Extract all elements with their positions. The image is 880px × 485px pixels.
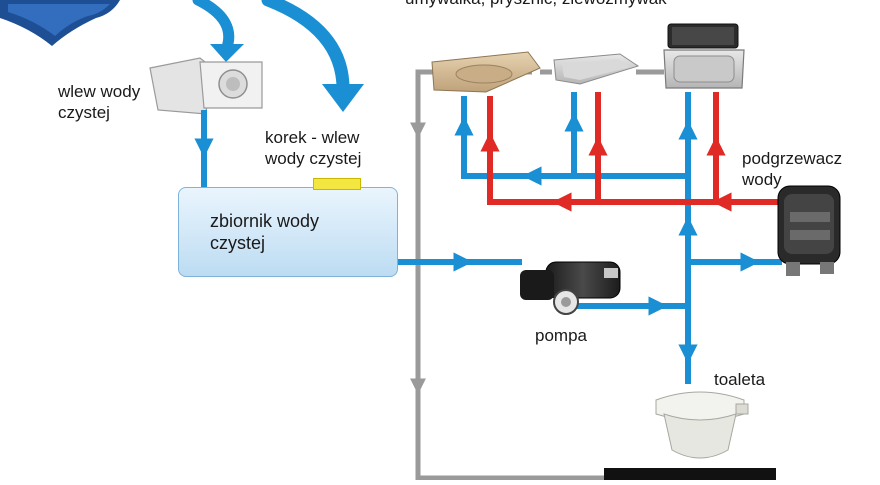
- fill-flow-arrows: [192, 0, 364, 112]
- label-fill-inlet: wlew wody czystej: [58, 82, 141, 122]
- washbasin-icon: [431, 51, 541, 93]
- water-heater-icon: [777, 185, 841, 276]
- tank-fill-cap: [313, 178, 361, 190]
- label-toilet: toaleta: [714, 370, 766, 389]
- label-pump: pompa: [535, 326, 587, 345]
- label-heater: podgrzewacz wody: [742, 149, 843, 189]
- blue-logo-icon: [0, 0, 120, 46]
- label-fill-cap: korek - wlew wody czystej: [265, 128, 362, 168]
- label-tank: zbiornik wody czystej: [210, 211, 320, 253]
- fresh-water-tank: [178, 187, 398, 277]
- kitchen-sink-icon: [663, 23, 745, 89]
- fill-inlet-icon: [149, 57, 263, 115]
- cold-water-pipes: [194, 92, 782, 384]
- toilet-icon: [604, 391, 776, 482]
- pump-icon: [520, 261, 621, 315]
- shower-tray-icon: [553, 53, 640, 85]
- label-sinks: umywalka, prysznic, zlewozmywak: [405, 0, 667, 9]
- hot-water-pipes: [480, 92, 790, 212]
